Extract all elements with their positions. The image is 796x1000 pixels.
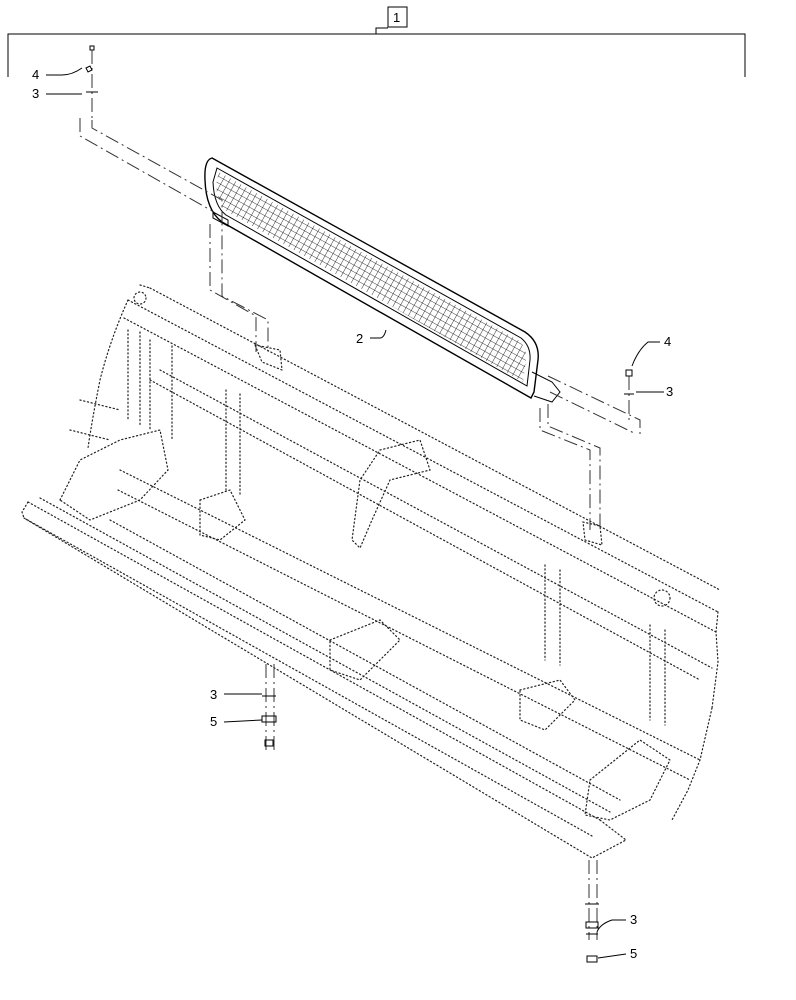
callout-3-mid: 3: [210, 687, 217, 702]
guard-screen: [204, 157, 561, 403]
callout-3-bottom: 3: [630, 912, 637, 927]
callout-4-right: 4: [664, 334, 671, 349]
callout-5-bottom: 5: [630, 946, 637, 961]
callout-1: 1: [393, 10, 400, 25]
callout-2: 2: [356, 331, 363, 346]
hardware-mid: [261, 664, 277, 750]
header-frame-phantom: [21, 284, 721, 859]
callout-5-mid: 5: [210, 714, 217, 729]
assembly-path-right: [539, 375, 641, 530]
hardware-bottom: [585, 860, 599, 963]
assembly-path-left: [79, 118, 269, 352]
callout-labels: 4 3 2 4 3 3 5 3 5: [32, 67, 673, 961]
bolt-top-left: [85, 45, 98, 120]
bolt-right: [624, 369, 634, 420]
callout-4-top: 4: [32, 67, 39, 82]
callout-3-right: 3: [666, 384, 673, 399]
assembly-bracket: [7, 6, 746, 77]
callout-3-top: 3: [32, 86, 39, 101]
assembly-item-label: 1: [393, 10, 400, 25]
callout-leaders: [46, 67, 664, 959]
